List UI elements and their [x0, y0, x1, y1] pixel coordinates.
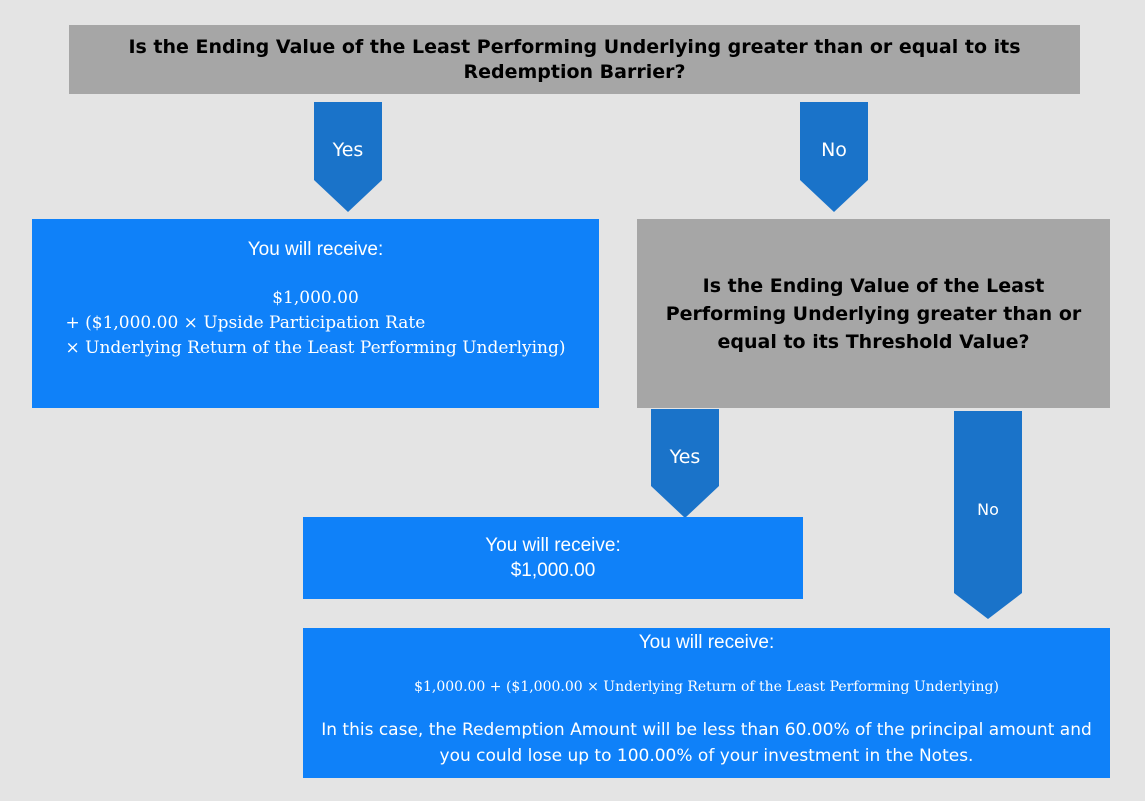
loss-outcome-formula: $1,000.00 + ($1,000.00 × Underlying Retu…: [414, 679, 999, 695]
loss-outcome-heading: You will receive:: [638, 632, 775, 653]
loss-outcome-note: In this case, the Redemption Amount will…: [321, 720, 1092, 766]
lower-yes-arrow: Yes: [651, 409, 719, 518]
par-outcome-heading: You will receive:: [485, 535, 621, 556]
loss-outcome-box: You will receive: $1,000.00 + ($1,000.00…: [303, 628, 1110, 778]
redemption-barrier-question-text: Is the Ending Value of the Least Perform…: [128, 35, 1021, 83]
top-no-arrow: No: [800, 102, 868, 212]
redemption-barrier-question: Is the Ending Value of the Least Perform…: [69, 25, 1080, 94]
upside-outcome-box: You will receive: $1,000.00 + ($1,000.00…: [32, 219, 599, 408]
upside-outcome-heading: You will receive:: [247, 239, 384, 260]
top-no-label: No: [821, 139, 847, 161]
par-outcome-amount: $1,000.00: [510, 560, 596, 581]
lower-yes-label: Yes: [669, 446, 701, 468]
top-yes-arrow: Yes: [314, 102, 382, 212]
lower-no-arrow: No: [954, 411, 1022, 619]
threshold-value-question: Is the Ending Value of the Least Perform…: [637, 219, 1110, 408]
upside-outcome-formula-line-2: × Underlying Return of the Least Perform…: [65, 338, 566, 358]
top-yes-label: Yes: [332, 139, 364, 161]
threshold-value-question-text: Is the Ending Value of the Least Perform…: [665, 274, 1082, 353]
par-outcome-box: You will receive: $1,000.00: [303, 517, 803, 599]
upside-outcome-formula-line-1: + ($1,000.00 × Upside Participation Rate: [65, 313, 426, 333]
lower-no-label: No: [977, 500, 999, 519]
upside-outcome-principal: $1,000.00: [272, 288, 359, 308]
